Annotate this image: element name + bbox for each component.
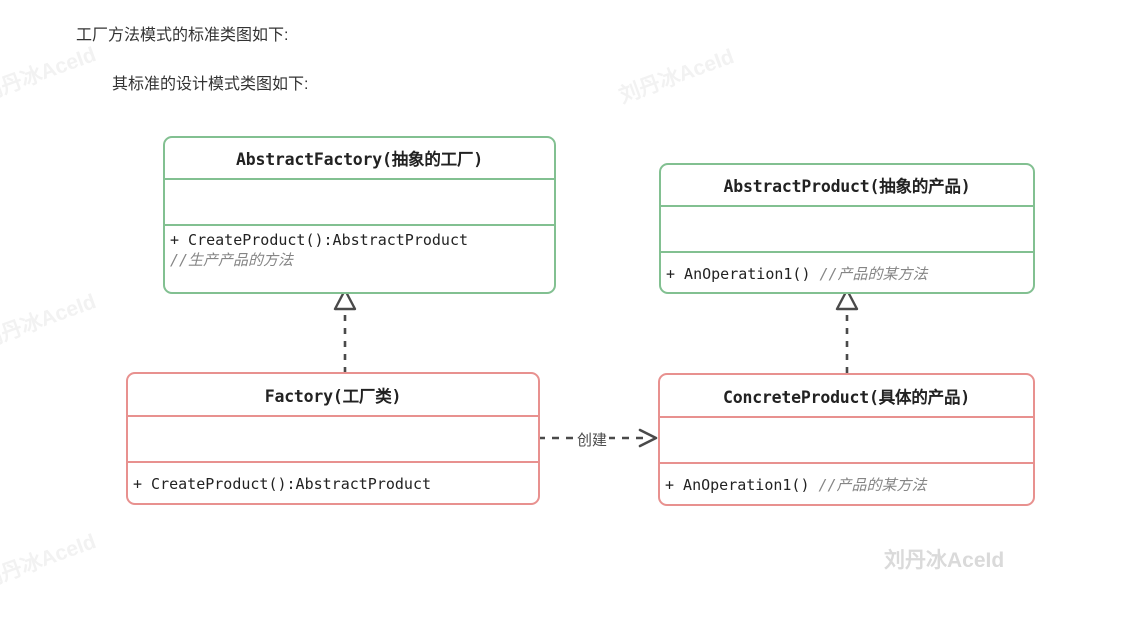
methods-compartment: + AnOperation1() //产品的某方法 [661, 253, 1033, 292]
attributes-compartment [165, 180, 554, 224]
compartment-divider [660, 416, 1033, 418]
edge-label-create: 创建 [575, 429, 610, 450]
method-signature: + CreateProduct():AbstractProduct [170, 231, 469, 249]
watermark: 刘丹冰AceId [616, 45, 738, 108]
uml-class-abstract-product[interactable]: AbstractProduct(抽象的产品) + AnOperation1() … [659, 163, 1035, 294]
uml-class-abstract-factory[interactable]: AbstractFactory(抽象的工厂) + CreateProduct()… [163, 136, 556, 294]
dependency-factory-creates-concreteproduct [538, 428, 658, 448]
class-title: ConcreteProduct(具体的产品) [723, 387, 970, 407]
realization-concreteproduct-to-abstractproduct [835, 288, 859, 386]
method-comment: //产品的某方法 [818, 476, 927, 495]
methods-compartment: + AnOperation1() //产品的某方法 [660, 464, 1033, 504]
heading-line-1: 工厂方法模式的标准类图如下: [76, 27, 289, 44]
compartment-divider [165, 178, 554, 180]
watermark: 刘丹冰AceId [0, 290, 100, 353]
method-comment: //产品的某方法 [819, 264, 928, 283]
methods-compartment: + CreateProduct():AbstractProduct [128, 463, 538, 503]
watermark: 刘丹冰AceId [0, 43, 100, 106]
method-signature: + AnOperation1() [666, 264, 811, 283]
compartment-divider [128, 415, 538, 417]
method-signature: + AnOperation1() [665, 476, 810, 495]
uml-class-concrete-product[interactable]: ConcreteProduct(具体的产品) + AnOperation1() … [658, 373, 1035, 506]
method-comment: //生产产品的方法 [170, 251, 294, 270]
watermark: 刘丹冰AceId [0, 530, 100, 593]
class-title: AbstractFactory(抽象的工厂) [236, 150, 483, 169]
method-signature: + CreateProduct():AbstractProduct [133, 475, 432, 494]
compartment-divider [128, 461, 538, 463]
class-title: Factory(工厂类) [264, 386, 402, 406]
attributes-compartment [128, 417, 538, 461]
heading-line-2: 其标准的设计模式类图如下: [112, 76, 309, 93]
attributes-compartment [661, 207, 1033, 251]
compartment-divider [165, 224, 554, 226]
methods-compartment: + CreateProduct():AbstractProduct //生产产品… [165, 226, 554, 292]
class-title: AbstractProduct(抽象的产品) [723, 177, 971, 196]
attributes-compartment [660, 418, 1033, 462]
uml-class-factory[interactable]: Factory(工厂类) + CreateProduct():AbstractP… [126, 372, 540, 505]
compartment-divider [661, 251, 1033, 253]
realization-factory-to-abstractfactory [333, 288, 357, 386]
compartment-divider [661, 205, 1033, 207]
compartment-divider [660, 462, 1033, 464]
watermark-signature: 刘丹冰AceId [884, 549, 1005, 572]
